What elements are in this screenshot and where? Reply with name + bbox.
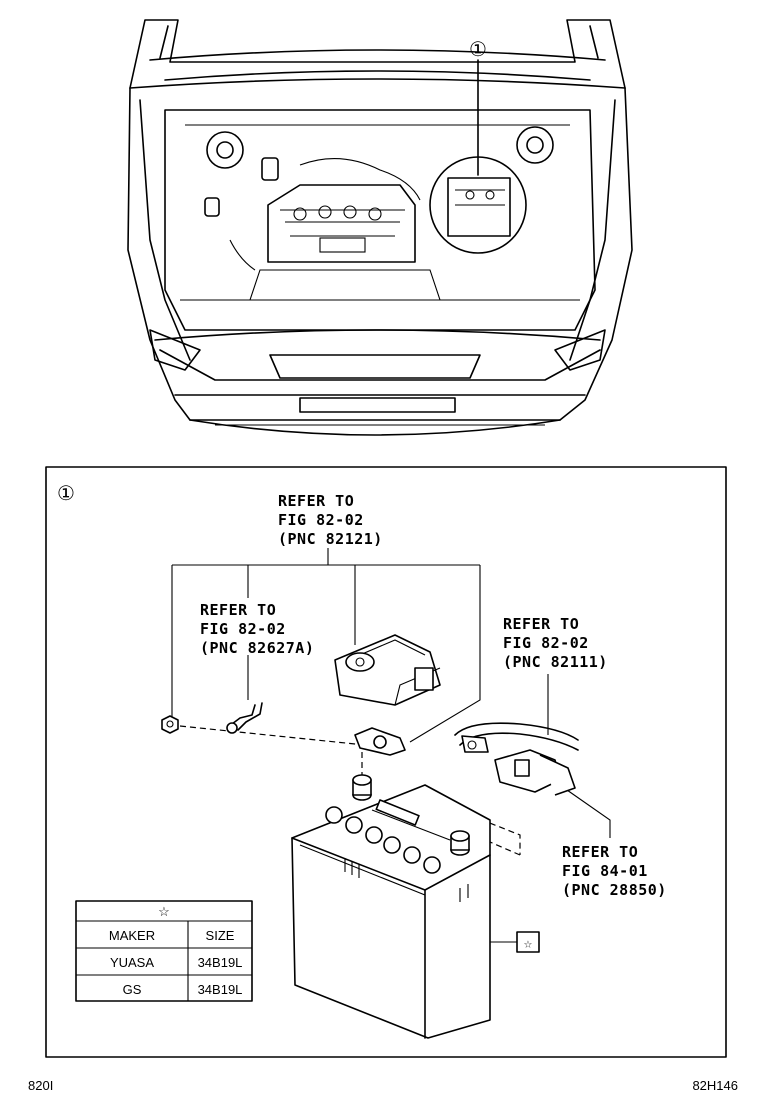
ref-label-82121: REFER TO FIG 82-02 (PNC 82121) bbox=[278, 492, 383, 548]
footer-right-code: 82H146 bbox=[692, 1078, 738, 1093]
callout-marker-top: ① bbox=[469, 37, 487, 61]
table-header-star: ☆ bbox=[158, 904, 170, 919]
ref-label-28850: REFER TO FIG 84-01 (PNC 28850) bbox=[562, 843, 667, 899]
ground-cable bbox=[226, 702, 263, 734]
footer-left-code: 820I bbox=[28, 1078, 53, 1093]
table-cell-size-1: 34B19L bbox=[198, 982, 243, 997]
ref-82121-line3: (PNC 82121) bbox=[278, 530, 383, 548]
table-cell-size-0: 34B19L bbox=[198, 955, 243, 970]
star-tag-box bbox=[516, 931, 540, 953]
ref-label-82111: REFER TO FIG 82-02 (PNC 82111) bbox=[503, 615, 608, 671]
star-tag-symbol: ☆ bbox=[524, 936, 533, 952]
ref-82627a-line2: FIG 82-02 bbox=[200, 620, 286, 638]
table-col-maker: MAKER bbox=[109, 928, 155, 943]
detail-frame bbox=[45, 466, 727, 1058]
positive-terminal-clamp bbox=[354, 727, 406, 756]
ref-28850-line2: FIG 84-01 bbox=[562, 862, 648, 880]
battery-table: ☆ MAKER SIZE YUASA 34B19L GS 34B19L bbox=[75, 900, 253, 1002]
table-cell-maker-1: GS bbox=[123, 982, 142, 997]
ref-82627a-line3: (PNC 82627A) bbox=[200, 639, 314, 657]
table-col-size: SIZE bbox=[206, 928, 235, 943]
ref-28850-line1: REFER TO bbox=[562, 843, 638, 861]
terminal-nut bbox=[161, 715, 179, 734]
table-cell-maker-0: YUASA bbox=[110, 955, 154, 970]
battery bbox=[291, 774, 491, 1039]
ref-82627a-line1: REFER TO bbox=[200, 601, 276, 619]
current-sensor bbox=[494, 749, 576, 796]
ref-82121-line2: FIG 82-02 bbox=[278, 511, 364, 529]
detail-marker: ① bbox=[57, 481, 75, 505]
ref-82111-line3: (PNC 82111) bbox=[503, 653, 608, 671]
ref-82111-line2: FIG 82-02 bbox=[503, 634, 589, 652]
ref-28850-line3: (PNC 28850) bbox=[562, 881, 667, 899]
car-front-view bbox=[127, 19, 633, 436]
ref-82111-line1: REFER TO bbox=[503, 615, 579, 633]
main-cable bbox=[454, 722, 579, 753]
ref-label-82627a: REFER TO FIG 82-02 (PNC 82627A) bbox=[200, 601, 314, 657]
leader-lines bbox=[171, 548, 611, 943]
ref-82121-line1: REFER TO bbox=[278, 492, 354, 510]
terminal-cover bbox=[334, 634, 441, 706]
